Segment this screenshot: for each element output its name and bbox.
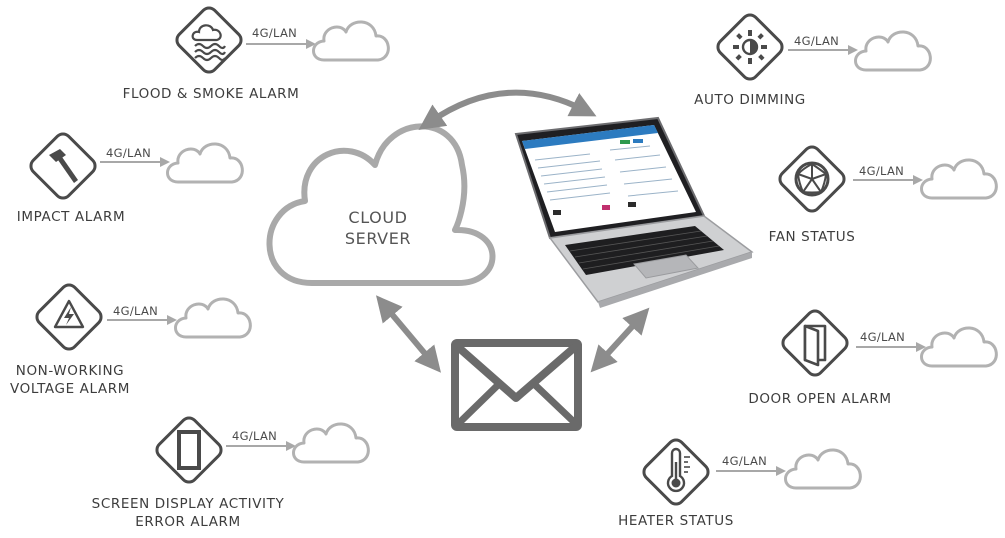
impact-cloud-icon bbox=[166, 142, 244, 184]
flood-smoke-label: FLOOD & SMOKE ALARM bbox=[122, 86, 300, 102]
auto-dimming-label: AUTO DIMMING bbox=[694, 92, 806, 108]
fan-icon bbox=[794, 161, 830, 197]
screen-icon bbox=[177, 430, 201, 470]
flood-link-label: 4G/LAN bbox=[252, 26, 298, 40]
door-cloud-icon bbox=[920, 326, 998, 368]
dimming-link-label: 4G/LAN bbox=[794, 34, 840, 48]
flood-smoke-icon bbox=[191, 24, 226, 62]
link-arrows bbox=[100, 39, 926, 476]
door-open-badge bbox=[781, 309, 849, 377]
screen-badge bbox=[155, 416, 223, 484]
voltage-label-line2: VOLTAGE ALARM bbox=[10, 381, 130, 397]
envelope-icon bbox=[451, 339, 582, 431]
voltage-cloud-icon bbox=[174, 297, 252, 339]
voltage-link-label: 4G/LAN bbox=[113, 304, 159, 318]
impact-badge bbox=[29, 132, 97, 200]
mail-laptop-arrow bbox=[590, 307, 650, 373]
door-open-label: DOOR OPEN ALARM bbox=[748, 391, 892, 407]
voltage-badge bbox=[35, 283, 103, 351]
fan-status-label: FAN STATUS bbox=[768, 229, 856, 245]
fan-link-label: 4G/LAN bbox=[859, 164, 905, 178]
flood-smoke-badge bbox=[175, 6, 243, 74]
cloud-server-shape bbox=[266, 123, 496, 287]
impact-alarm-label: IMPACT ALARM bbox=[16, 209, 126, 225]
voltage-icon bbox=[53, 299, 85, 329]
door-icon bbox=[803, 324, 827, 367]
cloud-label-line1: CLOUD bbox=[348, 208, 408, 227]
heater-status-label: HEATER STATUS bbox=[618, 513, 734, 529]
thermometer-icon bbox=[666, 447, 690, 493]
heater-status-badge bbox=[642, 438, 710, 506]
screen-label-line1: SCREEN DISPLAY ACTIVITY bbox=[91, 496, 285, 512]
cloud-laptop-arrow bbox=[418, 89, 597, 130]
voltage-label-line1: NON-WORKING bbox=[15, 363, 125, 379]
heater-cloud-icon bbox=[784, 448, 862, 490]
cloud-mail-arrow bbox=[375, 295, 442, 373]
dimming-cloud-icon bbox=[854, 30, 932, 72]
door-link-label: 4G/LAN bbox=[860, 330, 906, 344]
sun-icon bbox=[733, 30, 767, 64]
laptop-image bbox=[514, 116, 754, 308]
cloud-label-line2: SERVER bbox=[344, 229, 412, 248]
screen-link-label: 4G/LAN bbox=[232, 429, 278, 443]
hammer-icon bbox=[49, 149, 78, 183]
flood-cloud-icon bbox=[312, 20, 390, 62]
screen-label-line2: ERROR ALARM bbox=[135, 514, 241, 530]
auto-dimming-badge bbox=[716, 13, 784, 81]
screen-error-label: SCREEN DISPLAY ACTIVITY ERROR ALARM bbox=[88, 495, 288, 531]
fan-status-badge bbox=[778, 145, 846, 213]
fan-cloud-icon bbox=[920, 158, 998, 200]
cloud-server-label: CLOUD SERVER bbox=[330, 207, 426, 249]
voltage-alarm-label: NON-WORKING VOLTAGE ALARM bbox=[0, 362, 140, 398]
heater-link-label: 4G/LAN bbox=[722, 454, 768, 468]
impact-link-label: 4G/LAN bbox=[106, 146, 152, 160]
screen-cloud-icon bbox=[292, 422, 370, 464]
